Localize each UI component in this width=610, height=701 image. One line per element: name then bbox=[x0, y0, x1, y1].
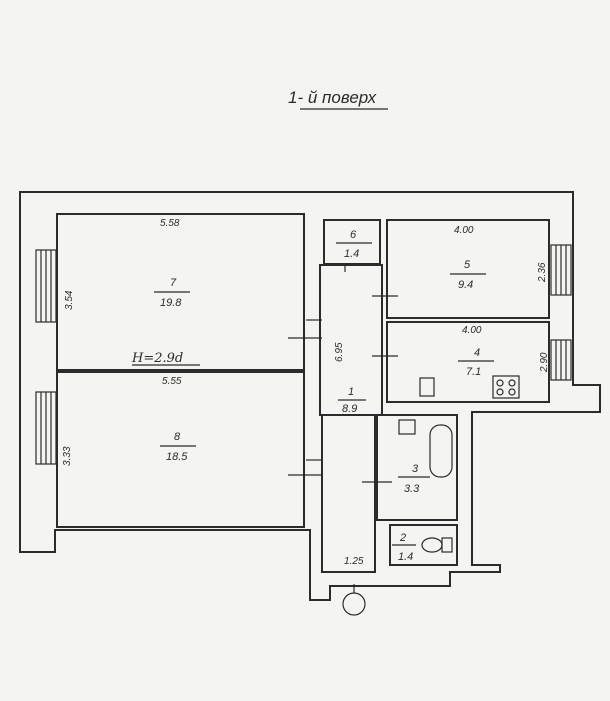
window-room7 bbox=[35, 249, 57, 323]
room-7-area: 19.8 bbox=[160, 297, 182, 309]
room-1-area: 8.9 bbox=[342, 403, 357, 415]
room-2-outline bbox=[389, 524, 458, 566]
dim-room5-depth: 2.36 bbox=[537, 262, 548, 283]
room-5-outline bbox=[386, 219, 550, 319]
room-7-label: 7 19.8 bbox=[154, 277, 190, 309]
entrance-icon bbox=[342, 584, 366, 616]
dim-room4-depth: 2.90 bbox=[539, 352, 550, 373]
floor-title: 1- й поверх bbox=[288, 88, 377, 107]
room-7-number: 7 bbox=[170, 277, 177, 289]
door-marks bbox=[288, 264, 398, 483]
window-room4 bbox=[550, 339, 572, 381]
room-3-label: 3 3.3 bbox=[398, 463, 430, 495]
room-4-number: 4 bbox=[474, 347, 480, 359]
window-room5 bbox=[550, 244, 572, 296]
room-3-outline bbox=[376, 414, 458, 521]
dim-room8-width: 5.55 bbox=[162, 376, 182, 387]
dim-corridor-length: 6.95 bbox=[334, 342, 345, 362]
room-4-label: 4 7.1 bbox=[458, 347, 494, 378]
dim-room2-width: 1.25 bbox=[344, 556, 364, 567]
room-2-area: 1.4 bbox=[398, 551, 413, 563]
room-8-label: 8 18.5 bbox=[160, 431, 196, 463]
room-8-outline bbox=[56, 371, 305, 528]
corridor-lower bbox=[321, 415, 376, 573]
room-5-area: 9.4 bbox=[458, 279, 473, 291]
room-8-number: 8 bbox=[174, 431, 181, 443]
bathtub-icon bbox=[429, 424, 453, 478]
ceiling-height-note: H=2.9d bbox=[131, 351, 183, 366]
room-2-label: 2 1.4 bbox=[392, 532, 416, 563]
room-1-label: 1 8.9 bbox=[338, 386, 366, 415]
room-5-number: 5 bbox=[464, 259, 471, 271]
room-6-area: 1.4 bbox=[344, 248, 359, 260]
room-5-label: 5 9.4 bbox=[450, 259, 486, 291]
room-4-area: 7.1 bbox=[466, 366, 481, 378]
room-6-number: 6 bbox=[350, 229, 357, 241]
room-4-outline bbox=[386, 321, 550, 403]
sink-icon bbox=[419, 377, 435, 397]
dim-room4-width: 4.00 bbox=[462, 325, 482, 336]
room-3-number: 3 bbox=[412, 463, 419, 475]
room-1-number: 1 bbox=[348, 386, 354, 398]
outer-wall bbox=[19, 191, 601, 601]
room-6-label: 6 1.4 bbox=[336, 229, 372, 260]
room-7-outline bbox=[56, 213, 305, 371]
dim-room7-depth: 3.54 bbox=[64, 290, 75, 310]
dim-room8-depth: 3.33 bbox=[62, 446, 73, 466]
stove-icon bbox=[492, 375, 520, 399]
room-3-area: 3.3 bbox=[404, 483, 420, 495]
room-6-outline bbox=[323, 219, 381, 265]
room-2-number: 2 bbox=[399, 532, 406, 544]
room-8-area: 18.5 bbox=[166, 451, 188, 463]
window-room8 bbox=[35, 391, 57, 465]
washbasin-icon bbox=[398, 419, 416, 435]
dim-room7-width: 5.58 bbox=[160, 218, 180, 229]
toilet-icon bbox=[421, 537, 453, 553]
dim-room5-width: 4.00 bbox=[454, 225, 474, 236]
